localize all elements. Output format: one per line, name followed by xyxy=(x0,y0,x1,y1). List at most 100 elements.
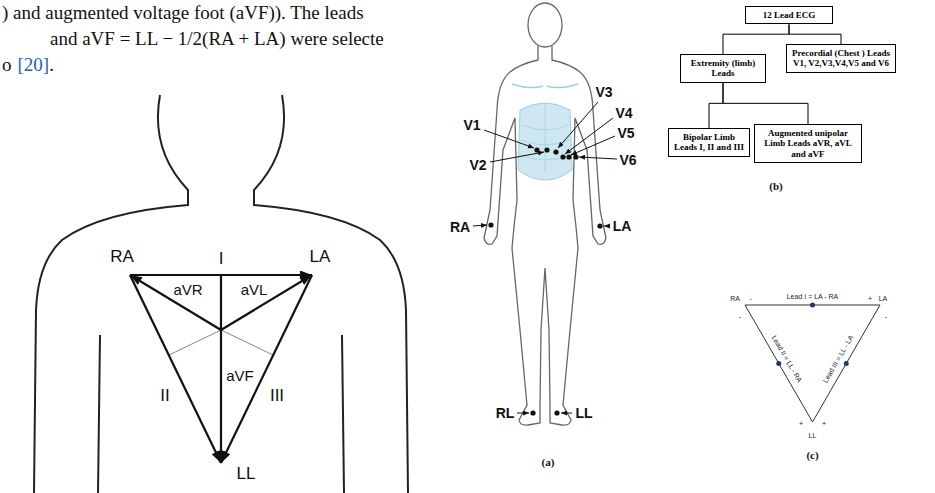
lead-vectors xyxy=(130,275,312,463)
leader-line xyxy=(579,157,617,159)
electrode-dot xyxy=(560,154,565,159)
tree-box: Precordial (Chest ) Leads V1, V2,V3,V4,V… xyxy=(786,44,896,73)
paper-text: . xyxy=(49,54,54,75)
tree-connector xyxy=(723,83,808,124)
diagram-label: + xyxy=(822,420,826,427)
body-outline xyxy=(254,95,408,493)
box-text: Precordial (Chest ) Leads V1, V2,V3,V4,V… xyxy=(791,48,891,69)
lead-dot xyxy=(844,361,849,366)
citation: [20] xyxy=(18,54,50,75)
diagram-label: + xyxy=(799,420,803,427)
leader-line xyxy=(561,413,572,414)
subfigure-caption: (a) xyxy=(542,457,555,468)
box-text: Augmented unipolar Limb Leads aVR, aVL a… xyxy=(759,128,857,159)
leader-line xyxy=(517,413,529,414)
diagram-label: V4 xyxy=(615,106,632,120)
thin-line xyxy=(169,330,221,355)
diagram-label: - xyxy=(885,313,887,320)
electrode-dot xyxy=(530,410,535,415)
box-text: 12 Lead ECG xyxy=(750,10,828,20)
lead-arrow xyxy=(221,275,312,463)
diagram-label: aVF xyxy=(226,368,254,383)
diagram-label: V3 xyxy=(595,85,612,99)
subfigure-caption: (c) xyxy=(806,450,818,461)
diagram-label: RL xyxy=(496,406,515,420)
lead-dot xyxy=(776,361,781,366)
leader-line xyxy=(571,136,615,155)
diagram-label: - xyxy=(739,313,741,320)
paper-text: and aVF = LL − 1/2(RA + LA) were selecte xyxy=(50,28,384,49)
body-outline xyxy=(484,46,606,425)
diagram-label: LA xyxy=(879,295,888,302)
tree-box: 12 Lead ECG xyxy=(745,6,833,24)
diagram-label: II xyxy=(160,387,169,404)
diagram-label: aVR xyxy=(173,282,202,297)
lead-dot xyxy=(810,303,815,308)
lead-arrow xyxy=(220,276,222,463)
paper-text: ) and augmented voltage foot (aVF)). The… xyxy=(2,2,364,23)
diagram-label: - xyxy=(750,295,752,302)
diagram-label: Lead I = LA - RA xyxy=(787,293,839,300)
paper-text: o xyxy=(2,54,12,75)
diagram-label: III xyxy=(270,387,284,404)
electrode-dot xyxy=(597,223,602,228)
diagram-label: LA xyxy=(613,219,632,233)
diagram-label: LL xyxy=(809,432,817,439)
diagram-label: Lead II = LL - RA xyxy=(771,334,803,383)
tree-box: Augmented unipolar Limb Leads aVR, aVL a… xyxy=(754,124,862,163)
human-figure xyxy=(484,3,606,425)
thin-line xyxy=(221,330,273,355)
diagram-label: V5 xyxy=(617,126,634,140)
tree-connector xyxy=(723,24,789,54)
body-outline xyxy=(34,95,188,493)
tree-connector xyxy=(709,83,723,128)
leader-line xyxy=(565,118,613,154)
leader-line xyxy=(604,226,610,227)
torso-outline xyxy=(34,95,408,493)
electrode-dot xyxy=(554,410,559,415)
arm-outline xyxy=(342,335,344,493)
leader-line xyxy=(484,130,534,148)
box-text: Extremity (limb) Leads xyxy=(685,58,761,79)
diagram-label: LL xyxy=(237,465,256,482)
tree-box: Extremity (limb) Leads xyxy=(680,54,766,83)
diagram-label: V1 xyxy=(463,118,480,132)
ribs xyxy=(520,104,570,172)
subfigure-caption: (b) xyxy=(769,181,782,192)
tree-connector xyxy=(789,24,841,44)
leader-line xyxy=(490,152,544,162)
diagram-label: + xyxy=(868,295,872,302)
diagram-label: Lead III = LL - LA xyxy=(821,334,854,384)
lead-arrow xyxy=(221,275,312,330)
lead-arrow xyxy=(130,275,221,463)
leader-lines xyxy=(473,102,617,413)
electrode-dot xyxy=(544,147,549,152)
electrode-dot xyxy=(566,154,571,159)
diagram-label: V6 xyxy=(619,153,636,167)
head-outline xyxy=(528,3,562,47)
leader-line xyxy=(558,102,598,148)
electrode-dot xyxy=(573,154,578,159)
diagram-label: aVL xyxy=(241,282,268,297)
diagram-label: LA xyxy=(310,248,331,265)
lead-arrow xyxy=(130,274,312,276)
collarbone xyxy=(512,84,578,88)
lead-arrow xyxy=(130,275,221,330)
paper-text-line: ) and augmented voltage foot (aVF)). The… xyxy=(2,2,364,25)
diagram-label: RA xyxy=(730,295,740,302)
diagram-label: LL xyxy=(575,406,592,420)
box-text: Bipolar Limb Leads I, II and III xyxy=(673,132,745,153)
diagram-label: RA xyxy=(450,220,470,234)
electrode-dot xyxy=(488,222,493,227)
electrodes xyxy=(488,147,602,415)
tree-box: Bipolar Limb Leads I, II and III xyxy=(668,128,750,157)
diagram-label: RA xyxy=(110,248,134,265)
paper-text-line: and aVF = LL − 1/2(RA + LA) were selecte xyxy=(50,28,384,51)
einthoven-triangle xyxy=(745,305,880,422)
paper-text-line: o [20]. xyxy=(2,54,54,77)
electrode-dot xyxy=(553,149,558,154)
